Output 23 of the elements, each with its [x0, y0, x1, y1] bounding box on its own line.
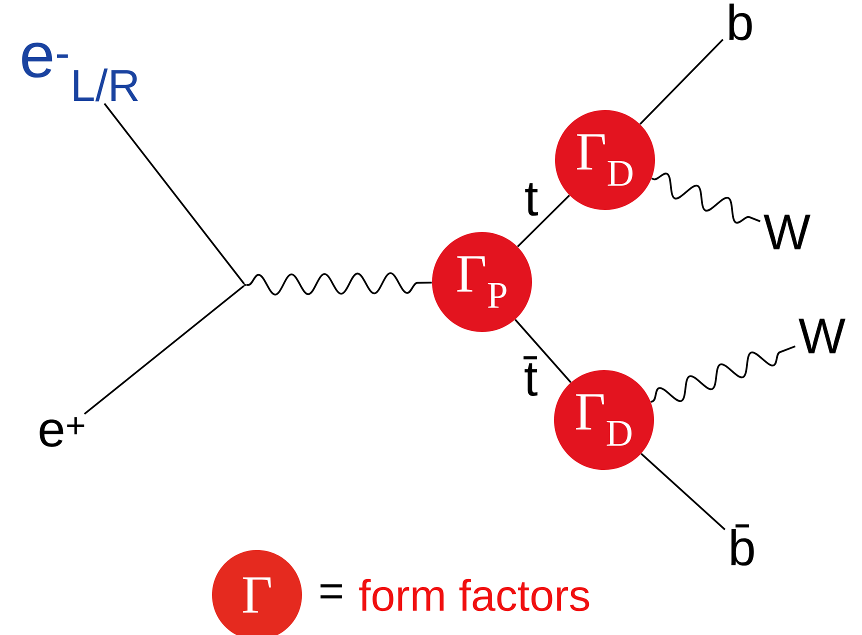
particle-label: b̄ — [731, 524, 754, 566]
edge-label: t̄ — [522, 355, 539, 397]
wavy-line — [650, 345, 796, 403]
wavy-line — [651, 172, 761, 224]
particle-label: W — [798, 318, 846, 354]
form-factor-vertex: Γ$_{P}$ — [432, 232, 532, 332]
vertex-point — [244, 284, 246, 286]
legend-text: form factors — [359, 578, 590, 612]
edge-label: t — [523, 182, 540, 217]
line — [517, 194, 570, 248]
particle-label: b — [729, 4, 752, 40]
line — [514, 319, 572, 383]
particle-label: W — [764, 214, 810, 250]
line — [104, 103, 245, 285]
line — [639, 38, 724, 125]
particle-label: e$^{-}$L/R — [22, 42, 138, 102]
particle-label: e$^{+}$ — [40, 417, 84, 447]
wavy-line — [246, 272, 432, 296]
equals-sign: = — [320, 584, 342, 598]
form-factor-vertex: Γ$_{D}$ — [555, 110, 655, 210]
form-factor-vertex: Γ$_{D}$ — [554, 370, 654, 470]
line — [640, 453, 726, 530]
line — [84, 285, 245, 415]
